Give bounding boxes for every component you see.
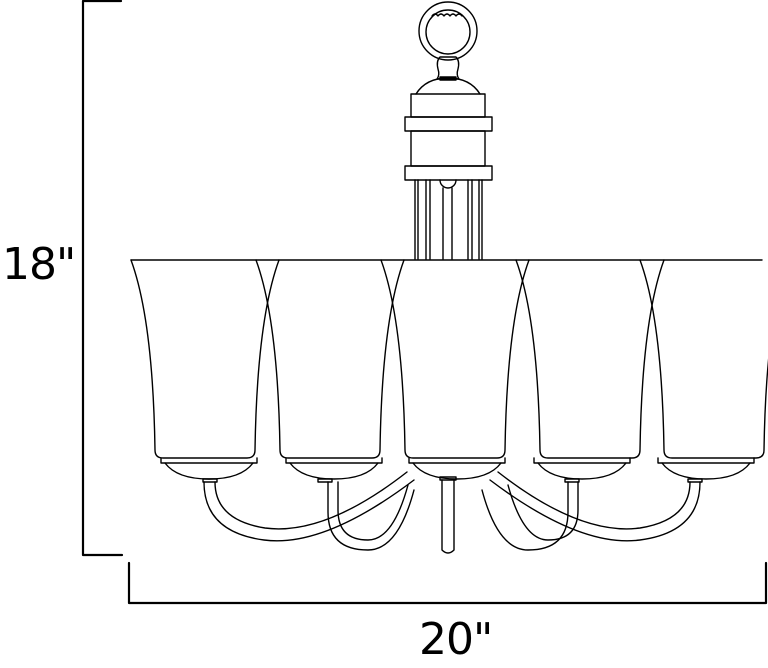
height-dimension-bracket xyxy=(81,0,124,557)
hanging-ring-icon xyxy=(418,1,478,81)
shade-1 xyxy=(130,259,280,483)
arms xyxy=(203,471,701,554)
center-column xyxy=(404,77,493,260)
width-dimension-label: 20" xyxy=(419,614,493,665)
width-dimension-bracket xyxy=(127,561,768,605)
shade-3 xyxy=(380,259,530,481)
shade-5 xyxy=(639,259,768,483)
height-dimension-label: 18" xyxy=(2,239,76,290)
shade-2 xyxy=(255,259,405,483)
shade-4 xyxy=(515,259,665,483)
